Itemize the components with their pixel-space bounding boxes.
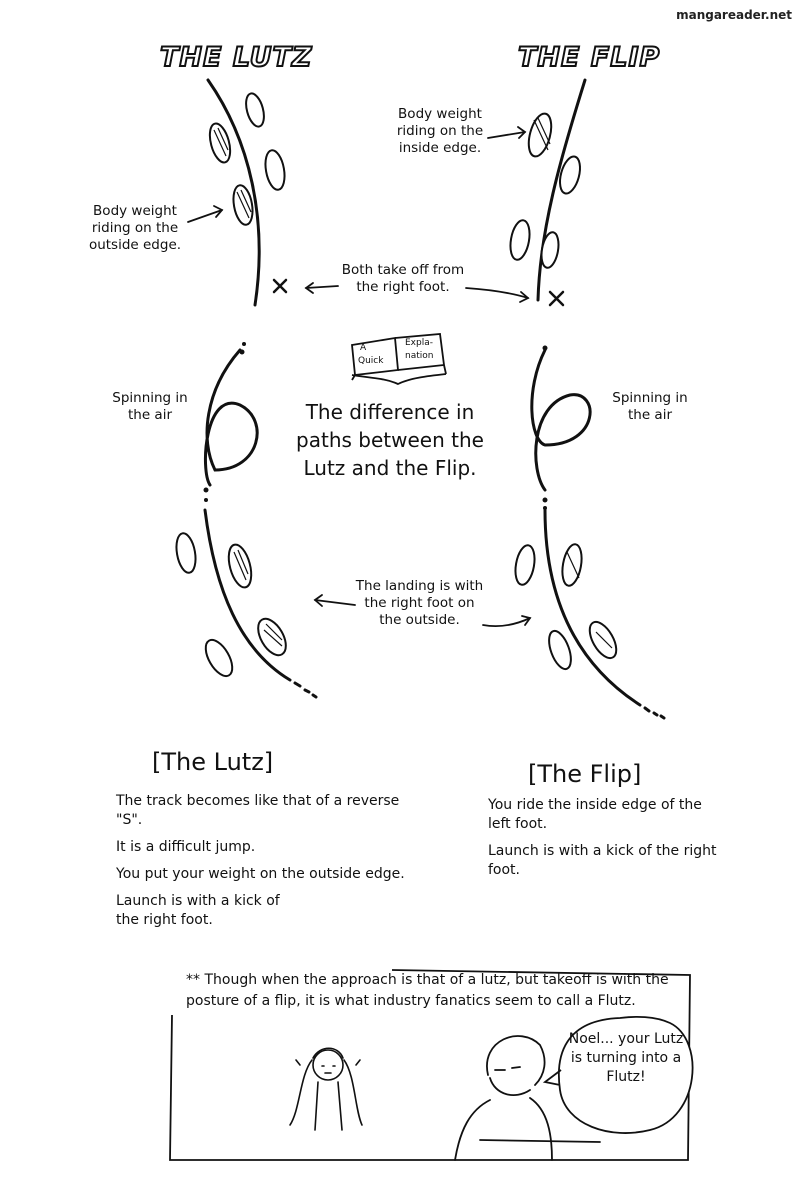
spin-left-label: Spinning in the air bbox=[112, 390, 188, 423]
flip-heading: [The Flip] bbox=[528, 760, 642, 788]
book-label-quick: Quick bbox=[358, 356, 384, 366]
watermark: mangareader.net bbox=[676, 8, 792, 22]
spin-right-label: Spinning in the air bbox=[612, 390, 688, 423]
speech-bubble bbox=[542, 1015, 694, 1134]
lutz-point: Launch is with a kick of the right foot. bbox=[116, 893, 280, 928]
flip-track-lower bbox=[543, 508, 642, 707]
flip-point: Launch is with a kick of the right foot. bbox=[488, 843, 717, 878]
lutz-point: The track becomes like that of a reverse… bbox=[116, 793, 400, 828]
speech-text: Noel... your Lutz is turning into a Flut… bbox=[568, 1031, 684, 1085]
lutz-heading: [The Lutz] bbox=[152, 748, 274, 776]
book-label-expla: Expla- bbox=[405, 338, 433, 348]
flip-point: You ride the inside edge of the left foo… bbox=[488, 797, 702, 832]
headline: The difference in paths between the Lutz… bbox=[296, 400, 484, 480]
inside-edge-label: Body weight riding on the inside edge. bbox=[396, 106, 484, 156]
lutz-spin-loop bbox=[204, 348, 259, 487]
lutz-takeoff-mark bbox=[272, 278, 288, 294]
book-label-nation: nation bbox=[405, 351, 434, 361]
book-label-a: A bbox=[360, 343, 367, 353]
lutz-track-lower bbox=[203, 508, 292, 682]
flip-spin-loop bbox=[530, 348, 592, 492]
lutz-description: The track becomes like that of a reverse… bbox=[116, 792, 406, 938]
landing-label: The landing is with the right foot on th… bbox=[355, 578, 484, 628]
boy-figure bbox=[454, 1035, 601, 1161]
outside-edge-label: Body weight riding on the outside edge. bbox=[88, 203, 182, 253]
lutz-track-upper bbox=[206, 78, 261, 307]
book-icon bbox=[351, 333, 447, 385]
take-off-label: Both take off from the right foot. bbox=[341, 262, 465, 295]
girl-figure bbox=[289, 1047, 363, 1131]
lutz-point: You put your weight on the outside edge. bbox=[116, 866, 405, 882]
flip-track-upper bbox=[536, 78, 587, 302]
flip-description: You ride the inside edge of the left foo… bbox=[488, 796, 728, 888]
lutz-point: It is a difficult jump. bbox=[116, 839, 256, 855]
flip-title: THE FLIP bbox=[517, 41, 661, 74]
flip-takeoff-mark bbox=[548, 290, 565, 307]
lutz-title: THE LUTZ bbox=[159, 41, 313, 74]
footnote: ** Though when the approach is that of a… bbox=[186, 972, 669, 1009]
